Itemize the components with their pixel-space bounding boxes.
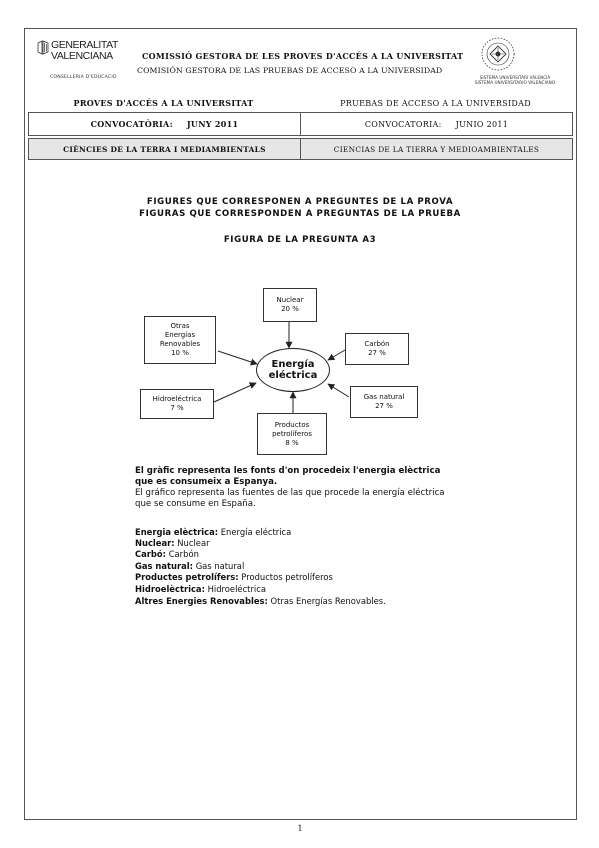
generalitat-name: GENERALITAT VALENCIANA bbox=[51, 40, 118, 62]
legend-item: Gas natural: Gas natural bbox=[135, 561, 244, 572]
legend-item: Carbó: Carbón bbox=[135, 549, 199, 560]
box-gas: Gas natural 27 % bbox=[350, 386, 418, 418]
legend-value: Hidroeléctrica bbox=[207, 584, 266, 594]
convocation-ca-value: JUNY 2011 bbox=[186, 119, 239, 129]
description-ca-line-2: que es consumeix a Espanya. bbox=[135, 477, 278, 487]
gas-label: Gas natural bbox=[363, 393, 405, 401]
center-line-2: eléctrica bbox=[268, 370, 318, 381]
petroleo-value: 8 % bbox=[285, 438, 299, 447]
nuclear-value: 20 % bbox=[281, 305, 299, 313]
legend-value: Productos petrolíferos bbox=[241, 572, 333, 582]
convocation-ca: CONVOCATÒRIA: JUNY 2011 bbox=[29, 113, 300, 135]
renovables-value: 10 % bbox=[171, 349, 189, 357]
university-seal-icon bbox=[481, 37, 515, 71]
subject-separator bbox=[300, 139, 301, 159]
description-es-line-1: El gráfico representa las fuentes de las… bbox=[135, 488, 445, 498]
subject-ca: CIÈNCIES DE LA TERRA I MEDIAMBIENTALS bbox=[63, 144, 266, 154]
diagram-arrows bbox=[213, 322, 350, 413]
description-es: El gráfico representa las fuentes de las… bbox=[135, 488, 535, 510]
convocation-row: CONVOCATÒRIA: JUNY 2011 CONVOCATORIA: JU… bbox=[28, 112, 573, 136]
figures-title-ca: FIGURES QUE CORRESPONEN A PREGUNTES DE L… bbox=[146, 197, 454, 207]
renovables-label-1: Otras bbox=[170, 322, 190, 330]
nuclear-label: Nuclear bbox=[276, 296, 304, 304]
seal-caption-line-2: SISTEMA UNIVERSITARIO VALENCIANO bbox=[474, 80, 556, 85]
petroleo-label-2: petrolíferos bbox=[272, 429, 312, 438]
convocation-es-value: JUNIO 2011 bbox=[455, 119, 509, 129]
legend-key: Nuclear: bbox=[135, 538, 175, 548]
legend-key: Energia elèctrica: bbox=[135, 527, 219, 537]
legend-key: Productes petrolífers: bbox=[135, 572, 239, 582]
legend-key: Carbó: bbox=[135, 549, 167, 559]
convocation-ca-label: CONVOCATÒRIA: bbox=[90, 119, 173, 129]
header-title-es: COMISIÓN GESTORA DE LAS PRUEBAS DE ACCES… bbox=[137, 66, 443, 75]
legend-value: Energía eléctrica bbox=[220, 527, 292, 537]
page-frame bbox=[24, 28, 577, 820]
center-line-1: Energía bbox=[271, 359, 315, 370]
seal-caption: SISTEMA UNIVERSITARI VALENCIÀ SISTEMA UN… bbox=[462, 75, 568, 85]
figures-title-es: FIGURAS QUE CORRESPONDEN A PREGUNTAS DE … bbox=[139, 209, 461, 219]
subject-row: CIÈNCIES DE LA TERRA I MEDIAMBIENTALS CI… bbox=[28, 138, 573, 160]
convocation-es: CONVOCATORIA: JUNIO 2011 bbox=[301, 113, 572, 135]
renovables-label-2: Energías bbox=[164, 331, 196, 339]
legend-item: Productes petrolífers: Productos petrolí… bbox=[135, 572, 333, 583]
figure-question-title: FIGURA DE LA PREGUNTA A3 bbox=[223, 235, 377, 245]
box-nuclear: Nuclear 20 % bbox=[263, 288, 317, 322]
hidro-value: 7 % bbox=[170, 404, 184, 412]
legend-key: Altres Energies Renovables: bbox=[135, 596, 268, 606]
legend-key: Hidroelèctrica: bbox=[135, 584, 205, 594]
energy-diagram: Nuclear 20 % Otras Energías Renovables 1… bbox=[60, 278, 540, 458]
gva-line-1: GENERALITAT bbox=[51, 39, 118, 51]
convocation-separator bbox=[300, 113, 301, 135]
exam-name-row: PROVES D'ACCÉS A LA UNIVERSITAT PRUEBAS … bbox=[28, 95, 573, 111]
box-carbon: Carbón 27 % bbox=[345, 333, 409, 365]
generalitat-emblem-icon bbox=[37, 40, 49, 55]
description-es-line-2: que se consume en España. bbox=[135, 499, 256, 509]
arrow-carbon bbox=[327, 349, 346, 361]
gas-value: 27 % bbox=[375, 402, 393, 410]
seal-caption-line-1: SISTEMA UNIVERSITARI VALENCIÀ bbox=[479, 75, 551, 80]
legend-item: Altres Energies Renovables: Otras Energí… bbox=[135, 596, 386, 607]
exam-name-ca: PROVES D'ACCÉS A LA UNIVERSITAT bbox=[73, 98, 254, 108]
description-ca: El gràfic representa les fonts d'on proc… bbox=[135, 466, 535, 488]
arrow-renovables bbox=[217, 350, 258, 366]
hidro-label: Hidroeléctrica bbox=[152, 395, 202, 403]
petroleo-label-1: Productos bbox=[274, 420, 310, 429]
gva-line-2: VALENCIANA bbox=[51, 50, 113, 62]
legend-item: Energia elèctrica: Energía eléctrica bbox=[135, 527, 291, 538]
legend-value: Carbón bbox=[168, 549, 199, 559]
page-number: 1 bbox=[297, 824, 303, 833]
box-hidro: Hidroeléctrica 7 % bbox=[140, 389, 214, 419]
arrow-gas bbox=[327, 383, 350, 398]
legend-item: Nuclear: Nuclear bbox=[135, 538, 210, 549]
box-renovables: Otras Energías Renovables 10 % bbox=[144, 316, 216, 364]
renovables-label-3: Renovables bbox=[159, 340, 201, 348]
conselleria-label: CONSELLERIA D'EDUCACIÓ bbox=[50, 75, 117, 80]
carbon-value: 27 % bbox=[368, 349, 386, 357]
header-title-ca: COMISSIÓ GESTORA DE LES PROVES D'ACCÉS A… bbox=[142, 51, 464, 61]
exam-name-es: PRUEBAS DE ACCESO A LA UNIVERSIDAD bbox=[340, 98, 531, 108]
box-petroleo: Productos petrolíferos 8 % bbox=[257, 413, 327, 455]
generalitat-logo: GENERALITAT VALENCIANA CONSELLERIA D'EDU… bbox=[36, 38, 136, 80]
arrow-hidro bbox=[213, 382, 257, 403]
subject-es: CIENCIAS DE LA TIERRA Y MEDIOAMBIENTALES bbox=[333, 144, 540, 154]
legend-value: Gas natural bbox=[195, 561, 245, 571]
description-ca-line-1: El gràfic representa les fonts d'on proc… bbox=[135, 466, 441, 476]
legend-value: Nuclear bbox=[177, 538, 210, 548]
legend-value: Otras Energías Renovables. bbox=[270, 596, 386, 606]
legend-item: Hidroelèctrica: Hidroeléctrica bbox=[135, 584, 266, 595]
convocation-es-label: CONVOCATORIA: bbox=[364, 119, 442, 129]
energy-center-node: Energía eléctrica bbox=[256, 348, 330, 392]
carbon-label: Carbón bbox=[364, 340, 390, 348]
legend-key: Gas natural: bbox=[135, 561, 194, 571]
